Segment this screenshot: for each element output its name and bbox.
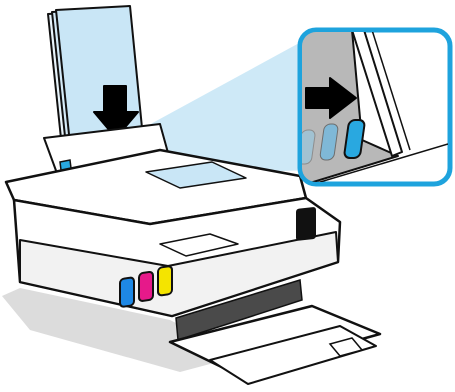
side-vent [296,207,316,241]
ink-tank-yellow [157,265,173,297]
ink-tank-cyan [119,276,135,308]
arrow-right-icon [305,77,357,119]
callout-guide-ghost-2 [319,123,339,161]
callout-guide-ghost-1 [302,129,316,165]
control-panel [159,233,239,257]
output-tray-stop [328,337,364,357]
ink-tanks [119,265,173,308]
output-tray-extension [209,325,377,385]
zoom-callout [297,27,453,187]
lid-slot [145,161,247,189]
output-slot [175,279,303,342]
callout-paper-edge [351,32,403,157]
paper-stack [47,5,144,149]
ink-tank-magenta [138,271,154,302]
callout-paper-guide [343,119,366,159]
arrow-down-icon [93,85,139,139]
base-shadow [2,288,240,372]
